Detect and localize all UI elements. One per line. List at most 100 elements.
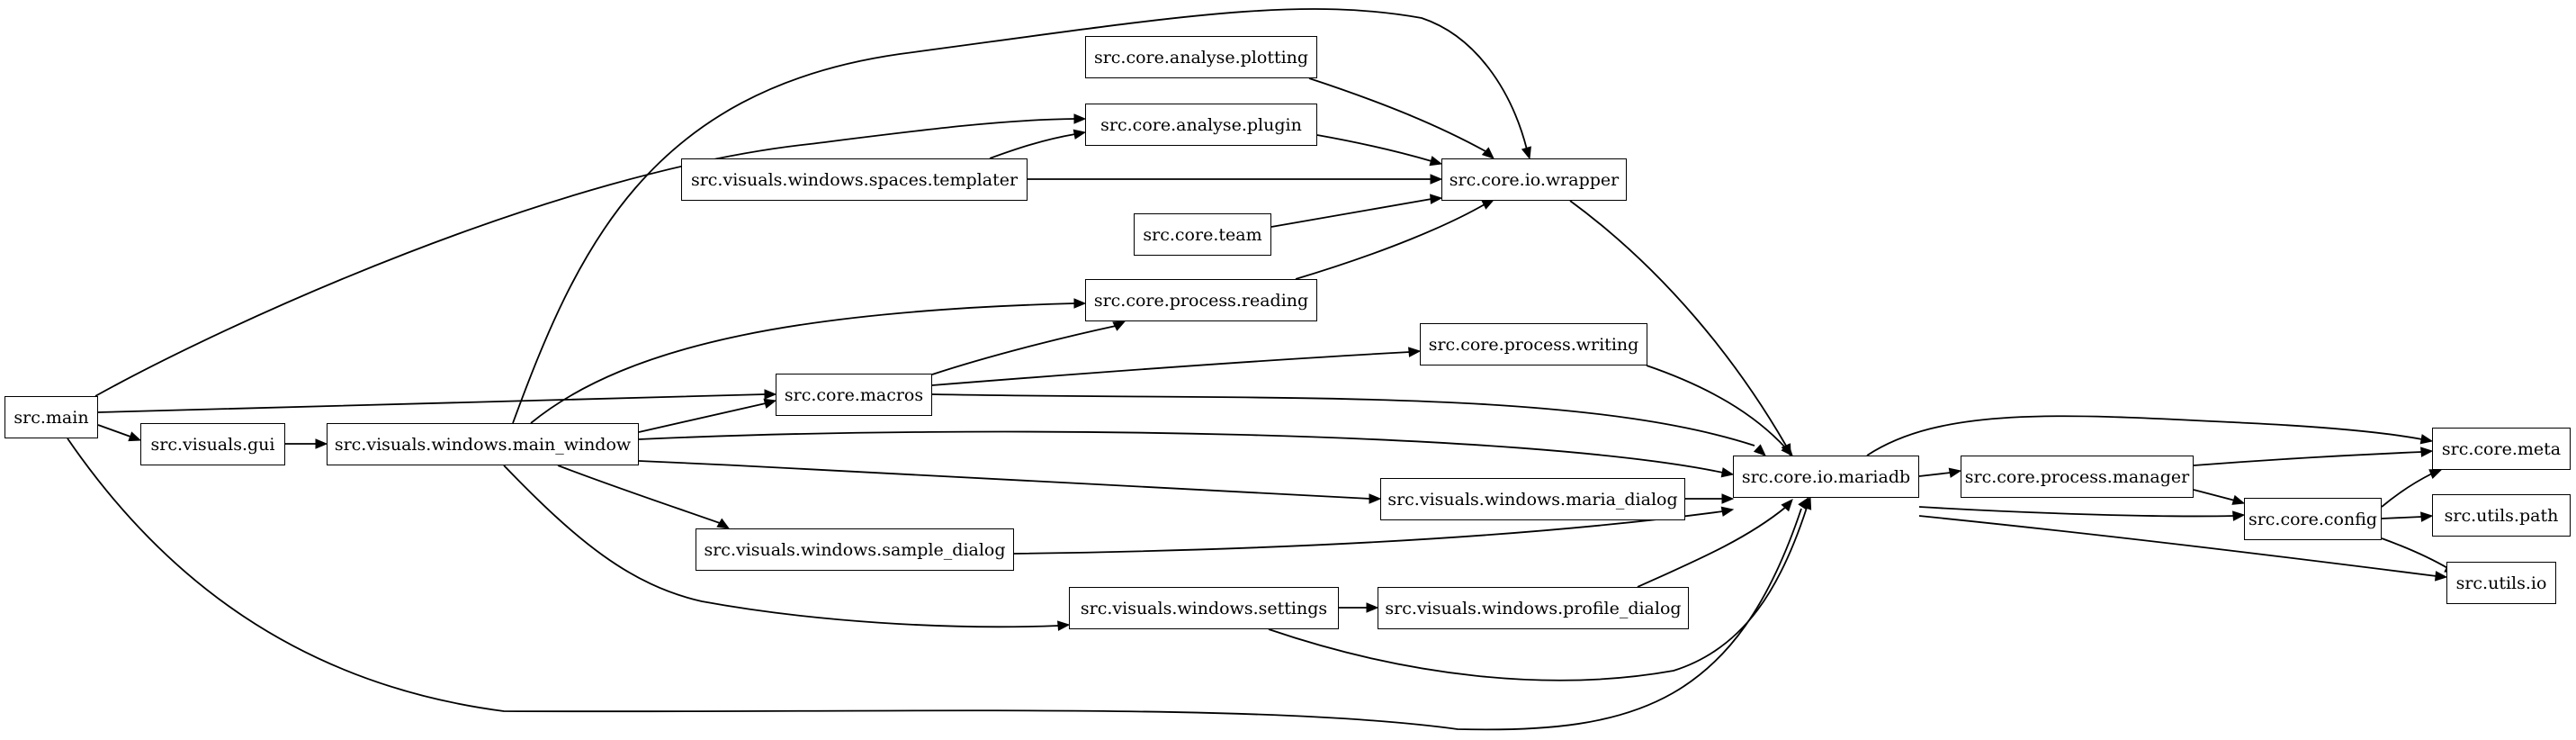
arrowhead [128,431,142,442]
edge-line [97,424,131,438]
edge-line [557,465,721,524]
arrowhead [1753,444,1766,456]
edge-main-window-to-macros [638,398,777,433]
edge-io-mariadb-to-utils-io [1918,515,2448,582]
node-core-meta: src.core.meta [2432,428,2571,470]
arrowhead [2435,571,2448,582]
node-core-macros: src.core.macros [776,374,932,416]
arrowhead [716,518,731,529]
edge-line [94,118,1076,397]
arrowhead [2420,447,2434,457]
edge-process-manager-to-meta [2193,447,2434,466]
edge-io-mariadb-to-process-manager [1918,467,1962,478]
edge-line [67,438,1802,731]
edge-line [503,465,1060,628]
edge-maria-dialog-to-io-mariadb [1685,493,1735,504]
edge-analyse-plotting-to-io-wrapper [1308,77,1494,159]
edge-line [1637,506,1787,588]
edge-line [1569,200,1787,447]
edge-line [989,133,1076,159]
arrowhead [1112,320,1126,331]
arrowhead [1073,298,1087,309]
arrowhead [1781,499,1793,512]
arrowhead [1781,443,1793,456]
edge-io-mariadb-to-meta [1866,415,2434,456]
arrowhead [1073,113,1087,124]
edge-line [1646,365,1787,449]
arrowhead [1720,467,1735,478]
node-analyse-plugin: src.core.analyse.plugin [1085,104,1317,146]
edge-templater-to-io-wrapper [1028,174,1443,185]
arrowhead [1721,493,1735,504]
edge-line [512,8,1528,424]
arrowhead [1369,493,1382,504]
node-profile-dialog: src.visuals.windows.profile_dialog [1378,587,1689,629]
edge-profile-dialog-to-io-mariadb [1637,499,1793,588]
edge-templater-to-analyse-plugin [989,129,1087,159]
arrowhead [1481,147,1494,159]
node-src-visuals-gui: src.visuals.gui [140,423,285,465]
arrowhead [2232,510,2246,521]
arrowhead [315,438,328,449]
node-sample-dialog: src.visuals.windows.sample_dialog [696,528,1014,571]
arrowhead [1948,467,1962,478]
arrowhead [2231,494,2246,505]
node-src-main: src.main [4,396,98,438]
node-main-window: src.visuals.windows.main_window [327,423,639,465]
edge-line [1316,134,1432,162]
edge-config-to-utils-io [2381,537,2458,573]
node-process-writing: src.core.process.writing [1420,323,1647,365]
node-templater: src.visuals.windows.spaces.templater [681,158,1028,201]
arrowhead [764,389,777,400]
edge-settings-to-io-mariadb [1268,496,1812,681]
edge-main-window-to-process-reading [530,298,1087,424]
node-utils-io: src.utils.io [2446,562,2556,604]
arrowhead [1801,496,1812,510]
edge-io-mariadb-to-config [1918,506,2246,521]
edge-macros-to-process-writing [931,347,1422,386]
edge-line [530,302,1076,424]
arrowhead [1366,602,1379,613]
arrowhead [1430,174,1443,185]
edge-main-window-to-io-wrapper [512,8,1531,424]
arrowhead [1430,194,1443,204]
edge-process-reading-to-io-wrapper [1295,199,1495,280]
arrowhead [1073,129,1087,140]
edge-main-window-to-io-mariadb [638,430,1735,478]
edge-line [1866,415,2423,456]
edge-line [1295,203,1485,280]
edge-line [1268,507,1808,681]
arrowhead [763,398,777,409]
arrowhead [1481,199,1495,210]
edge-process-writing-to-io-mariadb [1646,365,1793,456]
node-io-mariadb: src.core.io.mariadb [1733,456,1919,498]
edge-src-main-to-analyse-plugin [94,113,1087,397]
node-utils-path: src.utils.path [2432,494,2571,537]
edge-macros-to-process-reading [931,320,1126,375]
edge-line [2193,489,2236,501]
edge-line [1918,472,1952,477]
edge-main-window-to-settings [503,465,1071,631]
edge-line [931,325,1117,375]
node-analyse-plotting: src.core.analyse.plotting [1085,36,1317,78]
edge-config-to-utils-path [2381,511,2434,522]
edge-line [1308,77,1486,152]
edge-process-manager-to-config [2193,489,2246,505]
edge-line [2193,451,2423,466]
edge-src-main-to-macros [97,389,777,413]
edge-line [931,393,1755,447]
arrowhead [2428,469,2443,479]
arrowhead [1057,620,1071,631]
edge-src-visuals-gui-to-main-window [285,438,328,449]
node-process-manager: src.core.process.manager [1961,456,2194,498]
arrowhead [2420,511,2434,522]
edge-line [2381,473,2433,508]
edge-config-to-meta [2381,469,2443,508]
edge-line [638,460,1371,500]
edge-team-to-io-wrapper [1270,194,1443,228]
node-io-wrapper: src.core.io.wrapper [1441,158,1627,201]
edge-line [2381,516,2423,519]
edge-analyse-plugin-to-io-wrapper [1316,134,1443,167]
edge-main-window-to-sample-dialog [557,465,731,529]
edge-line [638,430,1724,474]
